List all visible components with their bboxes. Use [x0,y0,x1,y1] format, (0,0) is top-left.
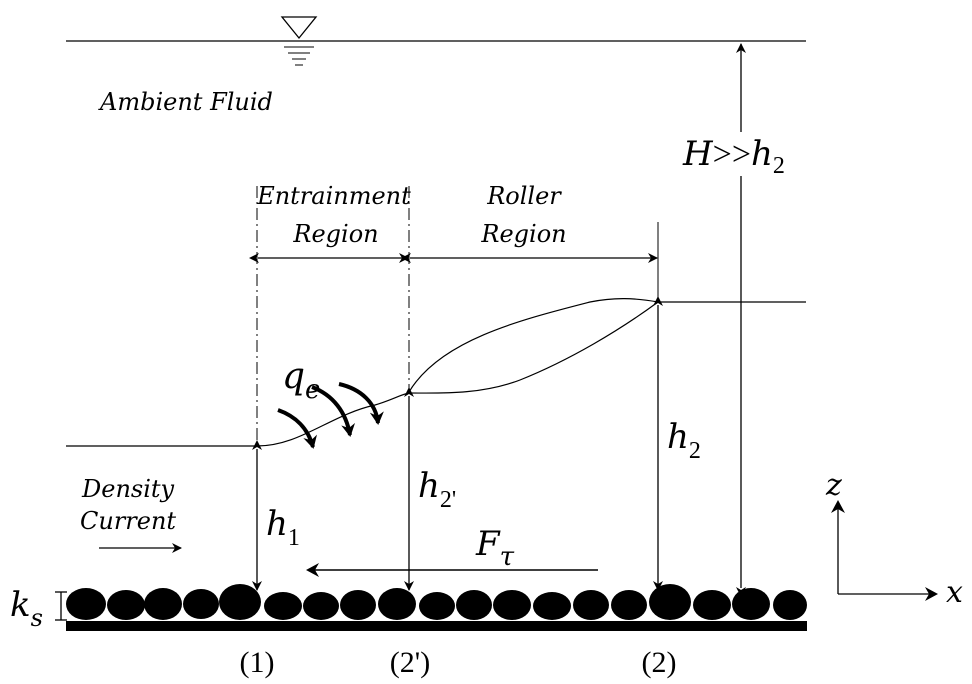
ks-dimension [55,591,67,621]
section-2p-label: (2') [390,646,430,679]
entrainment-arrow-2 [311,385,356,437]
h2-label: h2 [667,417,701,464]
section-2-label: (2) [642,646,677,679]
ambient-fluid-label: Ambient Fluid [98,88,273,116]
water-surface-icon [280,16,318,66]
section-1-label: (1) [240,646,275,679]
qe-label: qe [282,356,320,405]
h1-label: h1 [266,504,300,551]
roller-label: Roller [486,182,562,210]
entrainment-arrow-3 [338,382,384,425]
entrainment-region-label: Region [292,220,378,248]
roller-upper-surface [408,298,659,393]
x-axis-label: x [946,575,963,610]
density-current-interface [66,301,806,447]
bed-roughness [66,584,807,620]
H-gg-h2-label: H>>h2 [682,134,785,179]
density-label: Density [81,475,175,503]
F-tau-label: Fτ [475,524,515,572]
ks-label: ks [10,585,43,632]
entrainment-label: Entrainment [256,182,411,210]
h2p-label: h2' [418,466,456,513]
coordinate-axes [831,500,938,601]
channel-bed [66,621,807,631]
current-label: Current [80,507,176,535]
z-axis-label: z [825,468,842,503]
entrainment-arrow-1 [277,408,317,449]
roller-region-label: Region [480,220,566,248]
